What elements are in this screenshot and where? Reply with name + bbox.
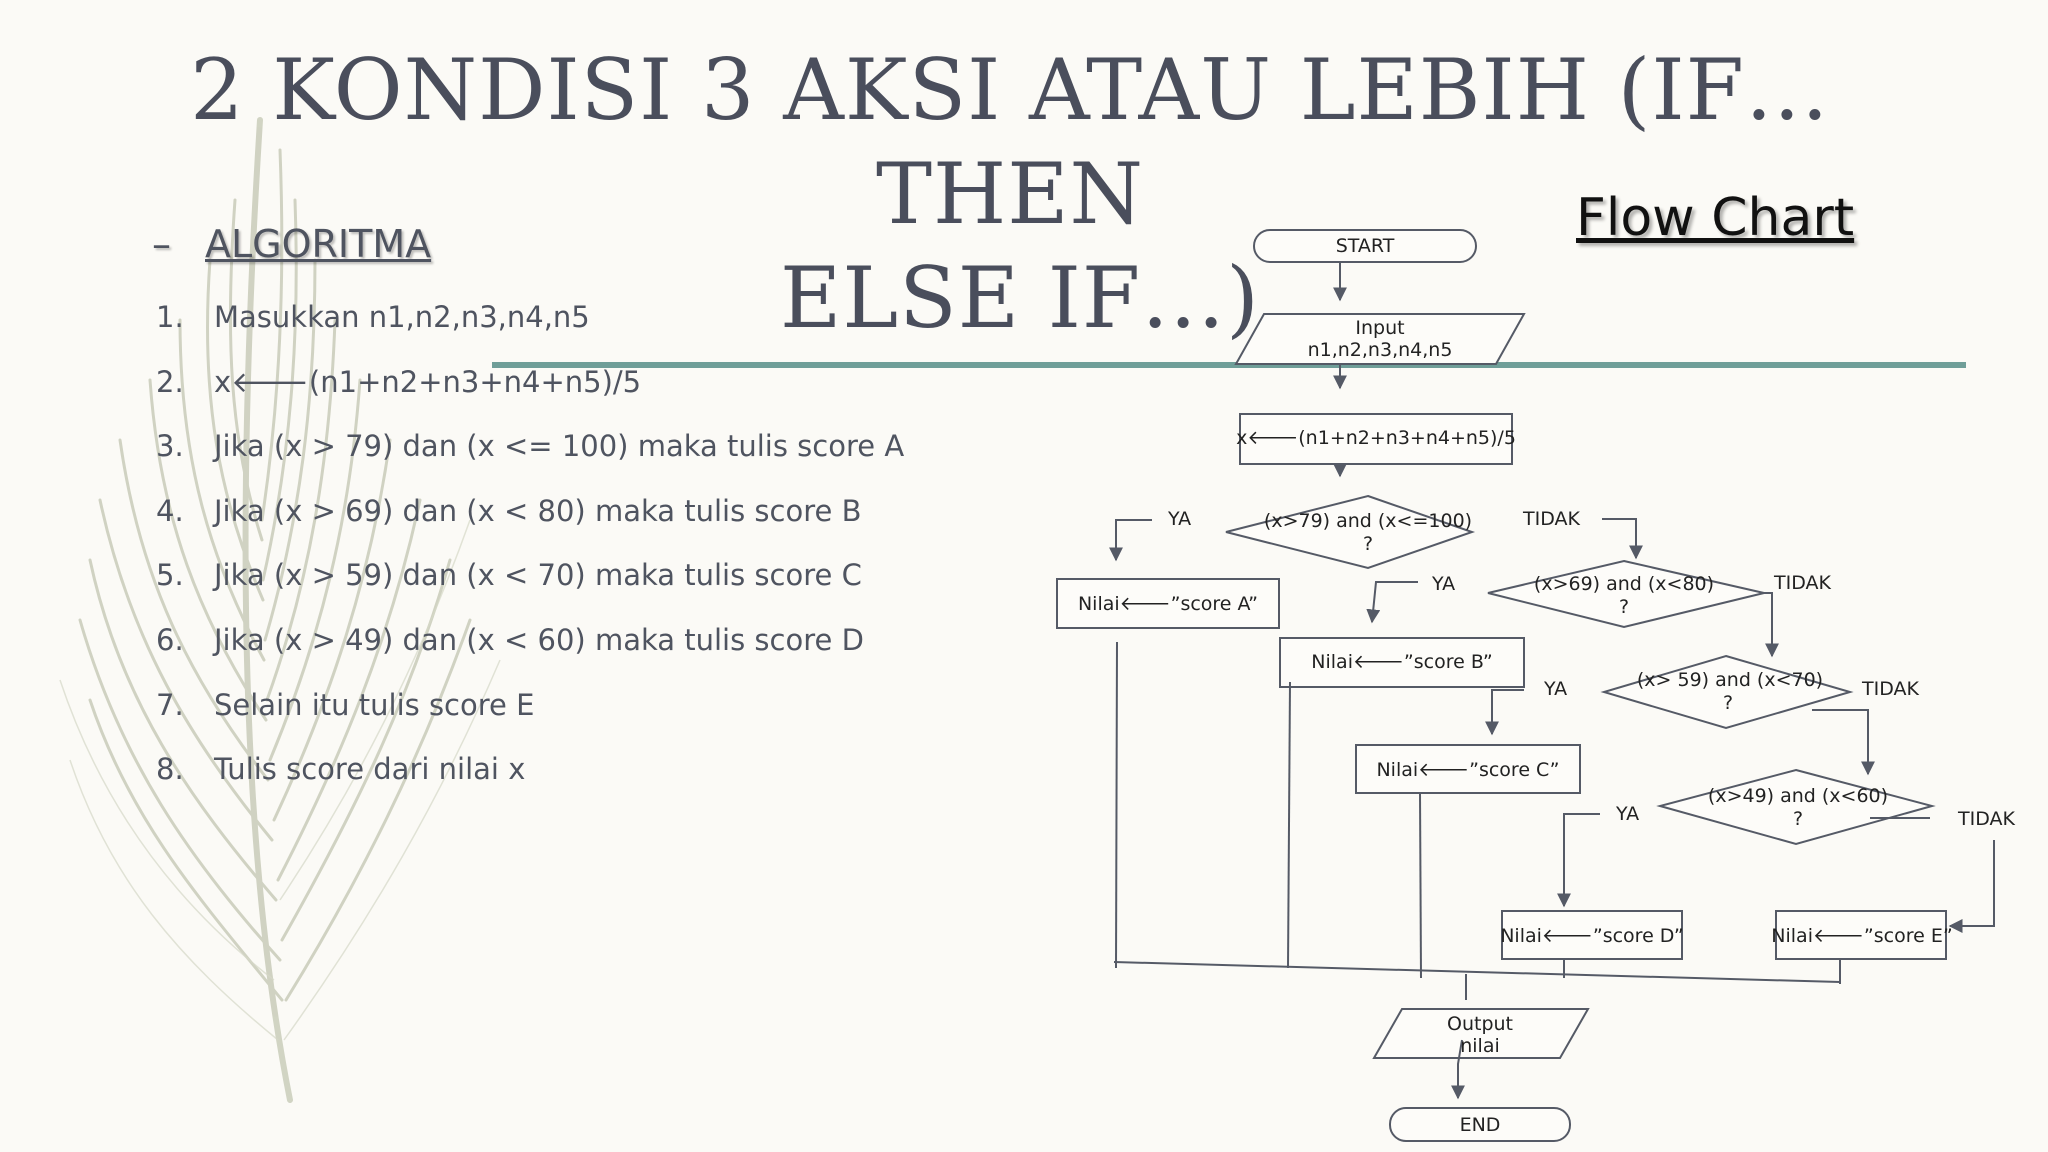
step-text: Jika (x > 69) dan (x < 80) maka tulis sc… [214,493,862,528]
arrow-ya-3 [1485,689,1524,736]
output-label-2: nilai [1460,1035,1500,1057]
heading-dash: – [152,222,171,266]
arrow-tidak-1 [1602,518,1643,560]
line-score-b-down [1287,681,1291,969]
score-a-label: Nilai🡐”score A” [1078,593,1258,615]
algorithm-step: 8. Tulis score dari nilai x [156,740,904,805]
start-label: START [1336,235,1395,257]
title-divider [492,362,1966,368]
title-line-2: ELSE IF…) [780,249,1260,347]
score-e-label: Nilai🡐”score E” [1771,925,1952,947]
score-d-label: Nilai🡐”score D” [1500,925,1684,947]
ya-label-1: YA [1167,508,1191,530]
line-score-c-down [1419,792,1422,979]
input-label-2: n1,n2,n3,n4,n5 [1308,339,1453,361]
input-parallelogram [1234,313,1526,365]
step-text: Selain itu tulis score E [214,687,535,722]
step-text: Tulis score dari nilai x [214,752,526,787]
decision-1 [1225,494,1476,570]
algorithm-heading-label: ALGORITMA [205,222,432,266]
step-number: 8. [156,752,184,787]
decision-2-label-1: (x>69) and (x<80) [1534,573,1714,595]
score-c-label: Nilai🡐”score C” [1376,759,1559,781]
decision-2-label-2: ? [1619,596,1629,618]
score-e-box [1775,910,1947,960]
arrow-ya-1 [1109,519,1152,562]
step-number: 3. [156,429,184,464]
score-a-box [1056,578,1280,629]
score-b-box [1279,637,1525,688]
start-terminator [1253,229,1477,263]
decision-1-label-2: ? [1363,533,1373,555]
score-d-box [1501,910,1683,960]
algorithm-step: 7. Selain itu tulis score E [156,676,904,741]
algorithm-steps: 1. Masukkan n1,n2,n3,n4,n5 2. x🡐(n1+n2+n3+… [156,288,904,805]
flowchart-heading: Flow Chart [1576,188,1855,248]
arrow-tidak-4-down [1948,840,1995,933]
decision-3-label-2: ? [1723,692,1733,714]
decision-2 [1487,559,1765,629]
step-number: 7. [156,687,184,722]
step-text: Jika (x > 59) dan (x < 70) maka tulis sc… [214,558,862,593]
arrow-ya-2 [1366,581,1418,624]
step-number: 6. [156,622,184,657]
step-number: 4. [156,493,184,528]
title-line-1: 2 KONDISI 3 AKSI ATAU LEBIH (IF…THEN [190,41,1830,243]
decision-4 [1656,768,1936,846]
algorithm-step: 6. Jika (x > 49) dan (x < 60) maka tulis … [156,611,904,676]
slide-title: 2 KONDISI 3 AKSI ATAU LEBIH (IF…THEN ELS… [60,38,1960,350]
arrow-output-end [1451,1039,1465,1100]
step-text: Masukkan n1,n2,n3,n4,n5 [214,300,590,334]
ya-label-2: YA [1431,573,1455,595]
arrow-tidak-2 [1764,592,1779,658]
step-text: x🡐(n1+n2+n3+n4+n5)/5 [214,364,642,399]
end-label: END [1460,1114,1501,1136]
end-terminator [1389,1107,1571,1142]
tidak-label-2: TIDAK [1773,572,1832,594]
algorithm-step: 2. x🡐(n1+n2+n3+n4+n5)/5 [156,353,904,418]
output-label-1: Output [1447,1013,1513,1035]
ya-label-3: YA [1543,678,1567,700]
output-parallelogram [1372,1008,1590,1059]
merge-line [1113,961,1841,983]
tidak-label-3: TIDAK [1861,678,1920,700]
decision-4-label-2: ? [1793,808,1803,830]
decision-3 [1600,654,1854,730]
decision-1-label-1: (x>79) and (x<=100) [1264,510,1472,532]
arrow-tidak-3 [1812,709,1875,776]
arrow-ya-4 [1557,813,1600,908]
ya-label-4: YA [1615,803,1639,825]
step-number: 1. [156,300,184,334]
process-box [1239,413,1513,465]
algorithm-step: 5. Jika (x > 59) dan (x < 70) maka tulis … [156,546,904,611]
process-label: x🡐(n1+n2+n3+n4+n5)/5 [1236,427,1516,449]
algorithm-step: 4. Jika (x > 69) dan (x < 80) maka tulis … [156,482,904,547]
input-label-1: Input [1355,317,1404,339]
algorithm-step: 1. Masukkan n1,n2,n3,n4,n5 [156,288,904,353]
step-text: Jika (x > 49) dan (x < 60) maka tulis sc… [214,622,864,657]
tidak-label-1: TIDAK [1522,508,1581,530]
tidak-label-4: TIDAK [1957,808,2016,830]
algorithm-heading: –ALGORITMA [152,222,431,266]
decision-3-label-1: (x> 59) and (x<70) [1637,669,1823,691]
score-b-label: Nilai🡐”score B” [1311,651,1492,673]
line-score-a-down [1115,641,1118,969]
step-text: Jika (x > 79) dan (x <= 100) maka tulis … [214,429,905,464]
algorithm-step: 3. Jika (x > 79) dan (x <= 100) maka tuli… [156,417,904,482]
decision-4-label-1: (x>49) and (x<60) [1708,785,1888,807]
step-number: 5. [156,558,184,593]
step-number: 2. [156,364,184,399]
score-c-box [1355,744,1581,794]
